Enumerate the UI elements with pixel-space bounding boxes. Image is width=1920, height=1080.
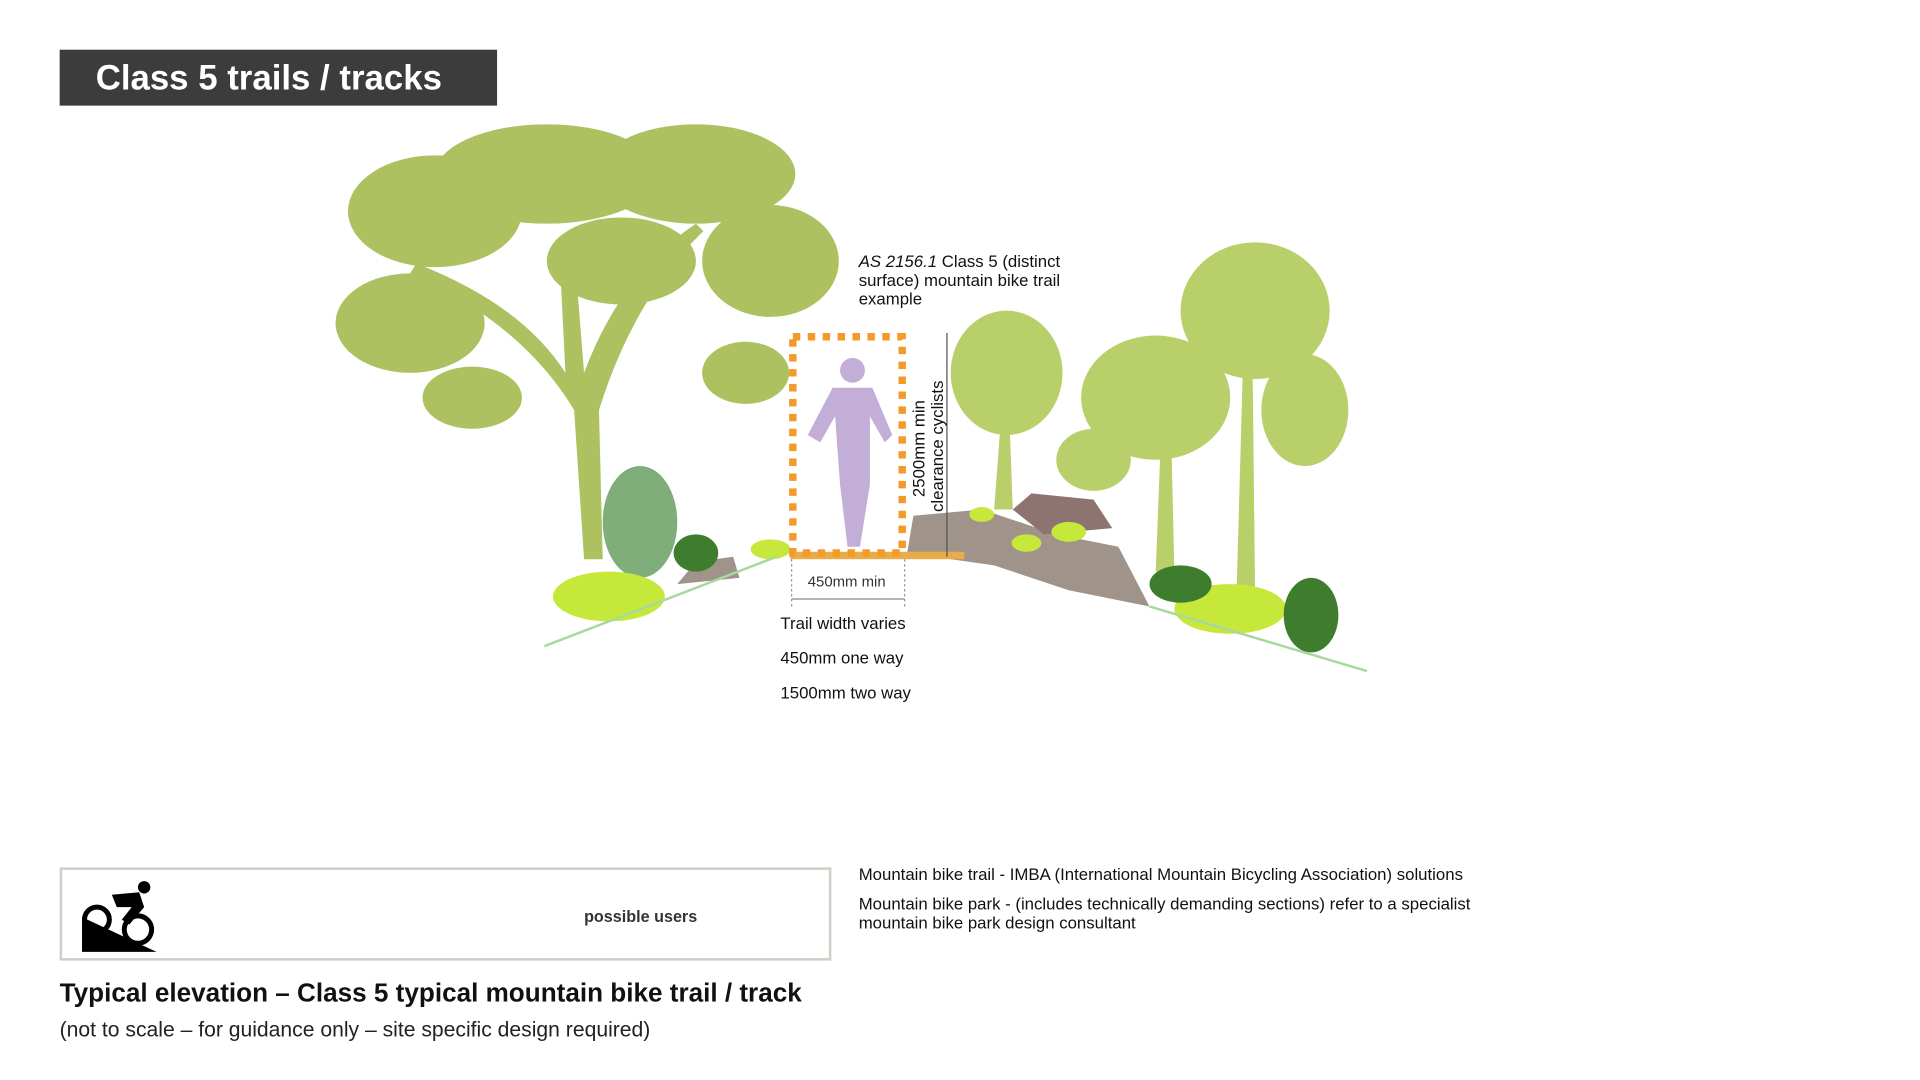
- trail-note: Trail width varies: [780, 613, 906, 633]
- trail-note: 1500mm two way: [780, 683, 911, 703]
- trail-note: 450mm one way: [780, 648, 904, 668]
- left-tree: [335, 124, 839, 560]
- standard-text: surface) mountain bike trail: [858, 270, 1061, 290]
- standard-text: Class 5 (distinct: [937, 252, 1061, 271]
- standard-code: AS 2156.1: [858, 252, 938, 271]
- clearance-text: clearance cyclists: [928, 380, 947, 512]
- caption-title: Typical elevation – Class 5 typical moun…: [59, 979, 802, 1008]
- note-bike-park: mountain bike park design consultant: [858, 913, 1136, 933]
- note-imba: Mountain bike trail - IMBA (Internationa…: [858, 864, 1463, 884]
- standard-text: example: [858, 289, 923, 309]
- standard-reference-note: AS 2156.1 Class 5 (distinct surface) mou…: [859, 252, 1060, 308]
- shrub: [602, 466, 678, 578]
- rocks: [677, 493, 1150, 607]
- possible-users-label: possible users: [584, 907, 698, 926]
- clearance-envelope: [789, 333, 906, 557]
- width-dimension-label: 450mm min: [807, 572, 886, 591]
- mountain-bike-icon: [82, 881, 157, 952]
- trail-elevation-illustration: [335, 124, 1368, 673]
- ground-line-left: [543, 555, 778, 648]
- ground-line-right: [1149, 605, 1368, 673]
- cyclist-icon: [807, 357, 893, 547]
- page-title: Class 5 trails / tracks: [59, 49, 498, 106]
- right-trees: [950, 242, 1349, 597]
- possible-users-panel: possible users: [59, 867, 832, 961]
- dark-ferns: [673, 534, 1339, 653]
- clearance-text: 2500mm min: [909, 400, 929, 498]
- note-bike-park: Mountain bike park - (includes technical…: [858, 894, 1471, 914]
- caption-subtitle: (not to scale – for guidance only – site…: [59, 1017, 651, 1042]
